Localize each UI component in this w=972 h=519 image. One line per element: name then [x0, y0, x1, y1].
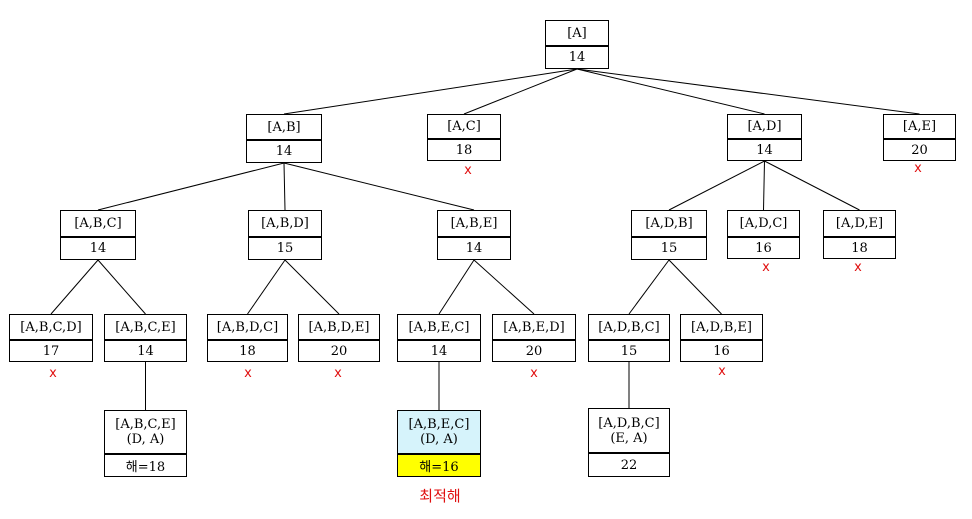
node-path: [A,E] — [902, 119, 937, 134]
node-value: 14 — [275, 144, 293, 159]
edge-ad-adb — [668, 160, 765, 211]
node-ad: [A,D] 14 — [727, 114, 802, 161]
edge-abd-abdc — [247, 259, 286, 315]
node-abec: [A,B,E,C] 14 — [397, 314, 481, 362]
node-value: 18 — [455, 142, 473, 158]
node-adb: [A,D,B] 15 — [631, 210, 707, 260]
node-ab: [A,B] 14 — [246, 114, 322, 163]
node-path: [A,B,D,C] — [216, 319, 279, 335]
node-value: 16 — [755, 240, 772, 256]
node-path: [A,D,B,E] — [691, 319, 752, 335]
node-return-edge: (D, A) — [126, 432, 165, 447]
node-path: [A,B,C] — [74, 216, 122, 231]
node-abce-final: [A,B,C,E] (D, A) 해=18 — [104, 410, 187, 477]
edge-abc-abce — [97, 259, 146, 315]
edge-abe-abec — [438, 259, 475, 315]
pruned-mark-abcd: x — [49, 366, 57, 381]
node-path: [A,B,D,E] — [308, 319, 370, 335]
pruned-mark-ac: x — [464, 163, 472, 178]
edge-adb-adbe — [668, 259, 722, 315]
pruned-mark-ade: x — [854, 260, 862, 275]
node-abc: [A,B,C] 14 — [60, 210, 136, 260]
node-abec-final-optimal: [A,B,E,C] (D, A) 해=16 — [397, 410, 481, 477]
node-abde: [A,B,D,E] 20 — [298, 314, 380, 362]
node-abed: [A,B,E,D] 20 — [492, 314, 576, 362]
edge-abc-abcd — [50, 259, 99, 315]
node-value: 해=16 — [419, 460, 459, 475]
pruned-mark-adc: x — [762, 260, 770, 275]
node-a: [A] 14 — [545, 20, 609, 69]
node-value: 20 — [911, 142, 928, 158]
node-ade: [A,D,E] 18 — [823, 210, 896, 259]
node-value: 해=18 — [125, 460, 166, 475]
node-path: [A,B,E,C] — [408, 319, 470, 335]
node-value: 15 — [276, 241, 294, 256]
node-abce: [A,B,C,E] 14 — [104, 314, 187, 362]
node-return-edge: (D, A) — [420, 432, 458, 447]
node-value: 20 — [330, 343, 348, 359]
node-path: [A,D,B,C] — [598, 319, 660, 335]
node-value: 14 — [89, 241, 107, 256]
edge-adb-adbc — [628, 259, 670, 315]
node-path: [A,C] — [447, 119, 481, 134]
node-value: 15 — [620, 343, 638, 359]
node-value: 16 — [713, 343, 730, 359]
node-path: [A] — [567, 25, 587, 41]
node-value: 14 — [137, 343, 154, 359]
node-abdc: [A,B,D,C] 18 — [207, 314, 288, 362]
optimal-solution-label: 최적해 — [419, 487, 461, 505]
node-path: [A,D,B] — [645, 216, 693, 231]
pruned-mark-ae: x — [914, 161, 922, 176]
node-value: 22 — [620, 457, 638, 473]
node-abd: [A,B,D] 15 — [248, 210, 322, 260]
node-path: [A,B] — [267, 119, 301, 135]
edge-ab-abe — [283, 162, 475, 211]
pruned-mark-adbe: x — [718, 364, 726, 379]
edge-a-ae — [576, 68, 920, 115]
pruned-mark-abdc: x — [244, 366, 252, 381]
node-value: 15 — [660, 241, 678, 256]
node-path: [A,B,C,E] — [115, 417, 176, 432]
node-value: 17 — [42, 343, 60, 359]
node-path: [A,D,B,C] — [598, 415, 660, 431]
pruned-mark-abde: x — [334, 366, 342, 381]
node-adbc: [A,D,B,C] 15 — [588, 314, 670, 362]
node-path: [A,B,E,D] — [503, 319, 565, 335]
edge-a-ad — [576, 68, 765, 115]
node-path: [A,B,C,D] — [20, 319, 82, 335]
node-ac: [A,C] 18 — [427, 114, 501, 161]
node-adbe: [A,D,B,E] 16 — [680, 314, 763, 362]
node-value: 18 — [851, 240, 868, 256]
edge-abd-abde — [284, 259, 340, 315]
node-path: [A,B,E,C] — [408, 417, 470, 432]
node-value: 14 — [568, 50, 586, 65]
node-abe: [A,B,E] 14 — [437, 210, 511, 260]
node-adc: [A,D,C] 16 — [727, 210, 800, 259]
node-adbc-final: [A,D,B,C] (E, A) 22 — [588, 408, 670, 477]
node-path: [A,B,C,E] — [115, 319, 176, 335]
node-path: [A,D,E] — [835, 216, 884, 231]
node-value: 20 — [525, 343, 543, 359]
edge-a-ac — [463, 68, 578, 115]
node-ae: [A,E] 20 — [883, 114, 956, 161]
edge-ab-abc — [97, 162, 285, 211]
node-value: 14 — [465, 241, 483, 256]
node-path: [A,B,E] — [450, 216, 498, 231]
edge-ad-ade — [764, 160, 860, 211]
pruned-mark-abed: x — [530, 366, 538, 381]
node-value: 14 — [756, 142, 773, 158]
node-path: [A,D] — [747, 119, 782, 134]
node-value: 18 — [239, 343, 256, 359]
node-return-edge: (E, A) — [610, 430, 648, 446]
edge-abe-abed — [473, 259, 535, 315]
node-path: [A,D,C] — [739, 216, 788, 231]
edge-ad-adc — [763, 160, 765, 211]
node-path: [A,B,D] — [261, 216, 309, 231]
edge-ab-abd — [283, 162, 286, 211]
node-value: 14 — [430, 343, 448, 359]
node-abcd: [A,B,C,D] 17 — [9, 314, 93, 362]
edge-a-ab — [283, 68, 578, 115]
